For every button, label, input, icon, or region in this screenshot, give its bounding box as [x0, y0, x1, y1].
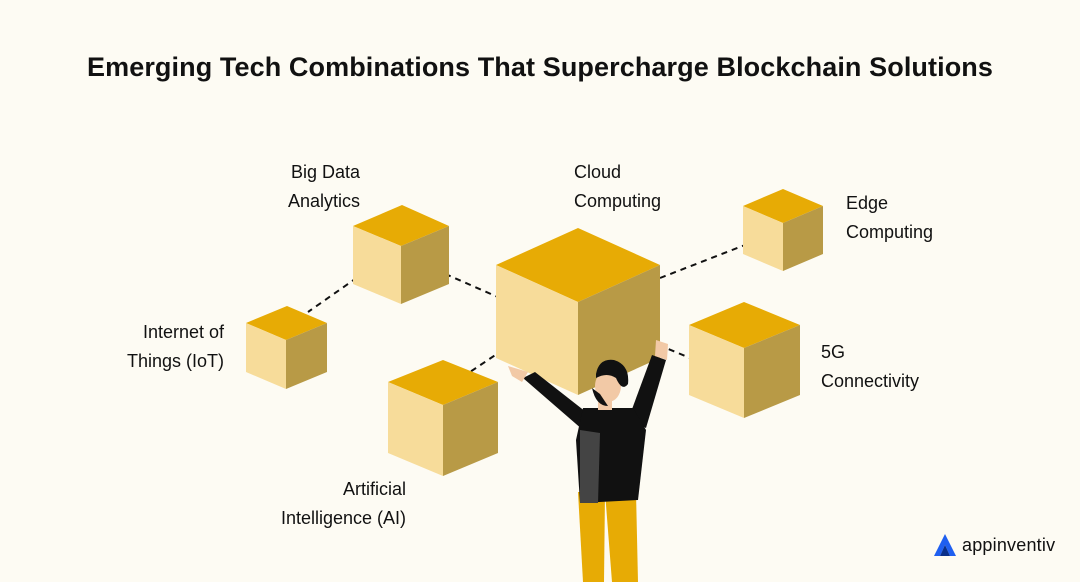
page-title: Emerging Tech Combinations That Supercha… — [86, 52, 994, 82]
label-edge: Edge Computing — [846, 189, 933, 247]
person-figure — [508, 340, 668, 582]
label-cloud-line2: Computing — [574, 191, 662, 211]
brand-logo: appinventiv — [932, 532, 1055, 558]
label-big-data: Big Data Analytics — [262, 158, 360, 216]
cube-edge — [743, 189, 823, 271]
label-edge-line1: Edge — [846, 193, 889, 213]
label-ai-line1: Artificial — [342, 479, 406, 499]
label-big-data-line1: Big Data — [290, 162, 360, 182]
label-cloud-line1: Cloud — [574, 162, 622, 182]
label-5g-line2: Connectivity — [821, 371, 920, 391]
cube-big-data — [353, 205, 449, 304]
label-5g-line1: 5G — [821, 342, 846, 362]
label-edge-line2: Computing — [846, 222, 934, 242]
label-ai: Artificial Intelligence (AI) — [240, 475, 406, 533]
label-iot: Internet of Things (IoT) — [100, 318, 224, 376]
label-ai-line2: Intelligence (AI) — [280, 508, 406, 528]
label-cloud: Cloud Computing — [574, 158, 661, 216]
cube-ai — [388, 360, 498, 476]
cube-5g — [689, 302, 800, 418]
label-big-data-line2: Analytics — [287, 191, 360, 211]
cube-iot — [246, 306, 327, 389]
cube-cloud — [496, 228, 660, 395]
brand-name: appinventiv — [962, 534, 1056, 555]
label-5g: 5G Connectivity — [821, 338, 919, 396]
label-iot-line1: Internet of — [142, 322, 224, 342]
appinventiv-logo-icon — [934, 534, 956, 556]
label-iot-line2: Things (IoT) — [126, 351, 224, 371]
